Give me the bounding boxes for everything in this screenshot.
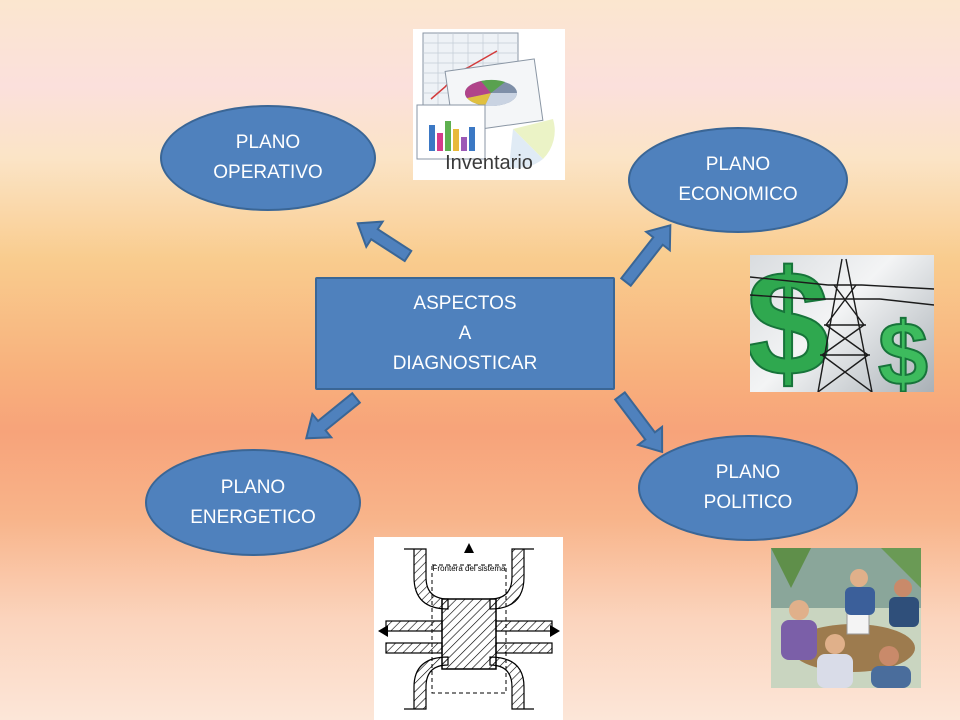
- economico-line-2: ECONOMICO: [678, 184, 798, 205]
- money-power-tower-image: $ $: [750, 255, 934, 392]
- node-plano-economico: PLANO ECONOMICO: [628, 127, 848, 233]
- arrow-to-energetico: [304, 391, 362, 440]
- svg-text:$: $: [750, 255, 829, 392]
- arrow-to-politico: [613, 390, 664, 454]
- energy-boundary-label: Frontera del sistema: [433, 564, 506, 573]
- politico-line-2: POLITICO: [703, 492, 793, 513]
- node-plano-energetico: PLANO ENERGETICO: [145, 449, 361, 556]
- operativo-line-2: OPERATIVO: [213, 162, 323, 183]
- center-line-1: ASPECTOS: [413, 292, 517, 314]
- node-plano-politico: PLANO POLITICO: [638, 435, 858, 541]
- center-line-2: A: [458, 322, 472, 344]
- center-line-3: DIAGNOSTICAR: [392, 352, 538, 374]
- arrow-to-operativo: [356, 220, 413, 263]
- inventario-image: Inventario: [413, 29, 565, 180]
- inventario-caption: Inventario: [445, 152, 533, 174]
- meeting-clipart-image: [771, 548, 921, 688]
- node-plano-operativo: PLANO OPERATIVO: [160, 105, 376, 211]
- energetico-line-1: PLANO: [220, 476, 286, 498]
- politico-line-1: PLANO: [715, 462, 781, 483]
- center-box: ASPECTOS A DIAGNOSTICAR: [315, 277, 615, 390]
- energy-system-diagram-image: Frontera del sistema: [374, 537, 563, 720]
- energetico-line-2: ENERGETICO: [190, 506, 316, 528]
- operativo-line-1: PLANO: [235, 132, 301, 153]
- economico-line-1: PLANO: [705, 154, 771, 175]
- svg-text:$: $: [878, 305, 928, 392]
- arrow-to-economico: [619, 223, 672, 288]
